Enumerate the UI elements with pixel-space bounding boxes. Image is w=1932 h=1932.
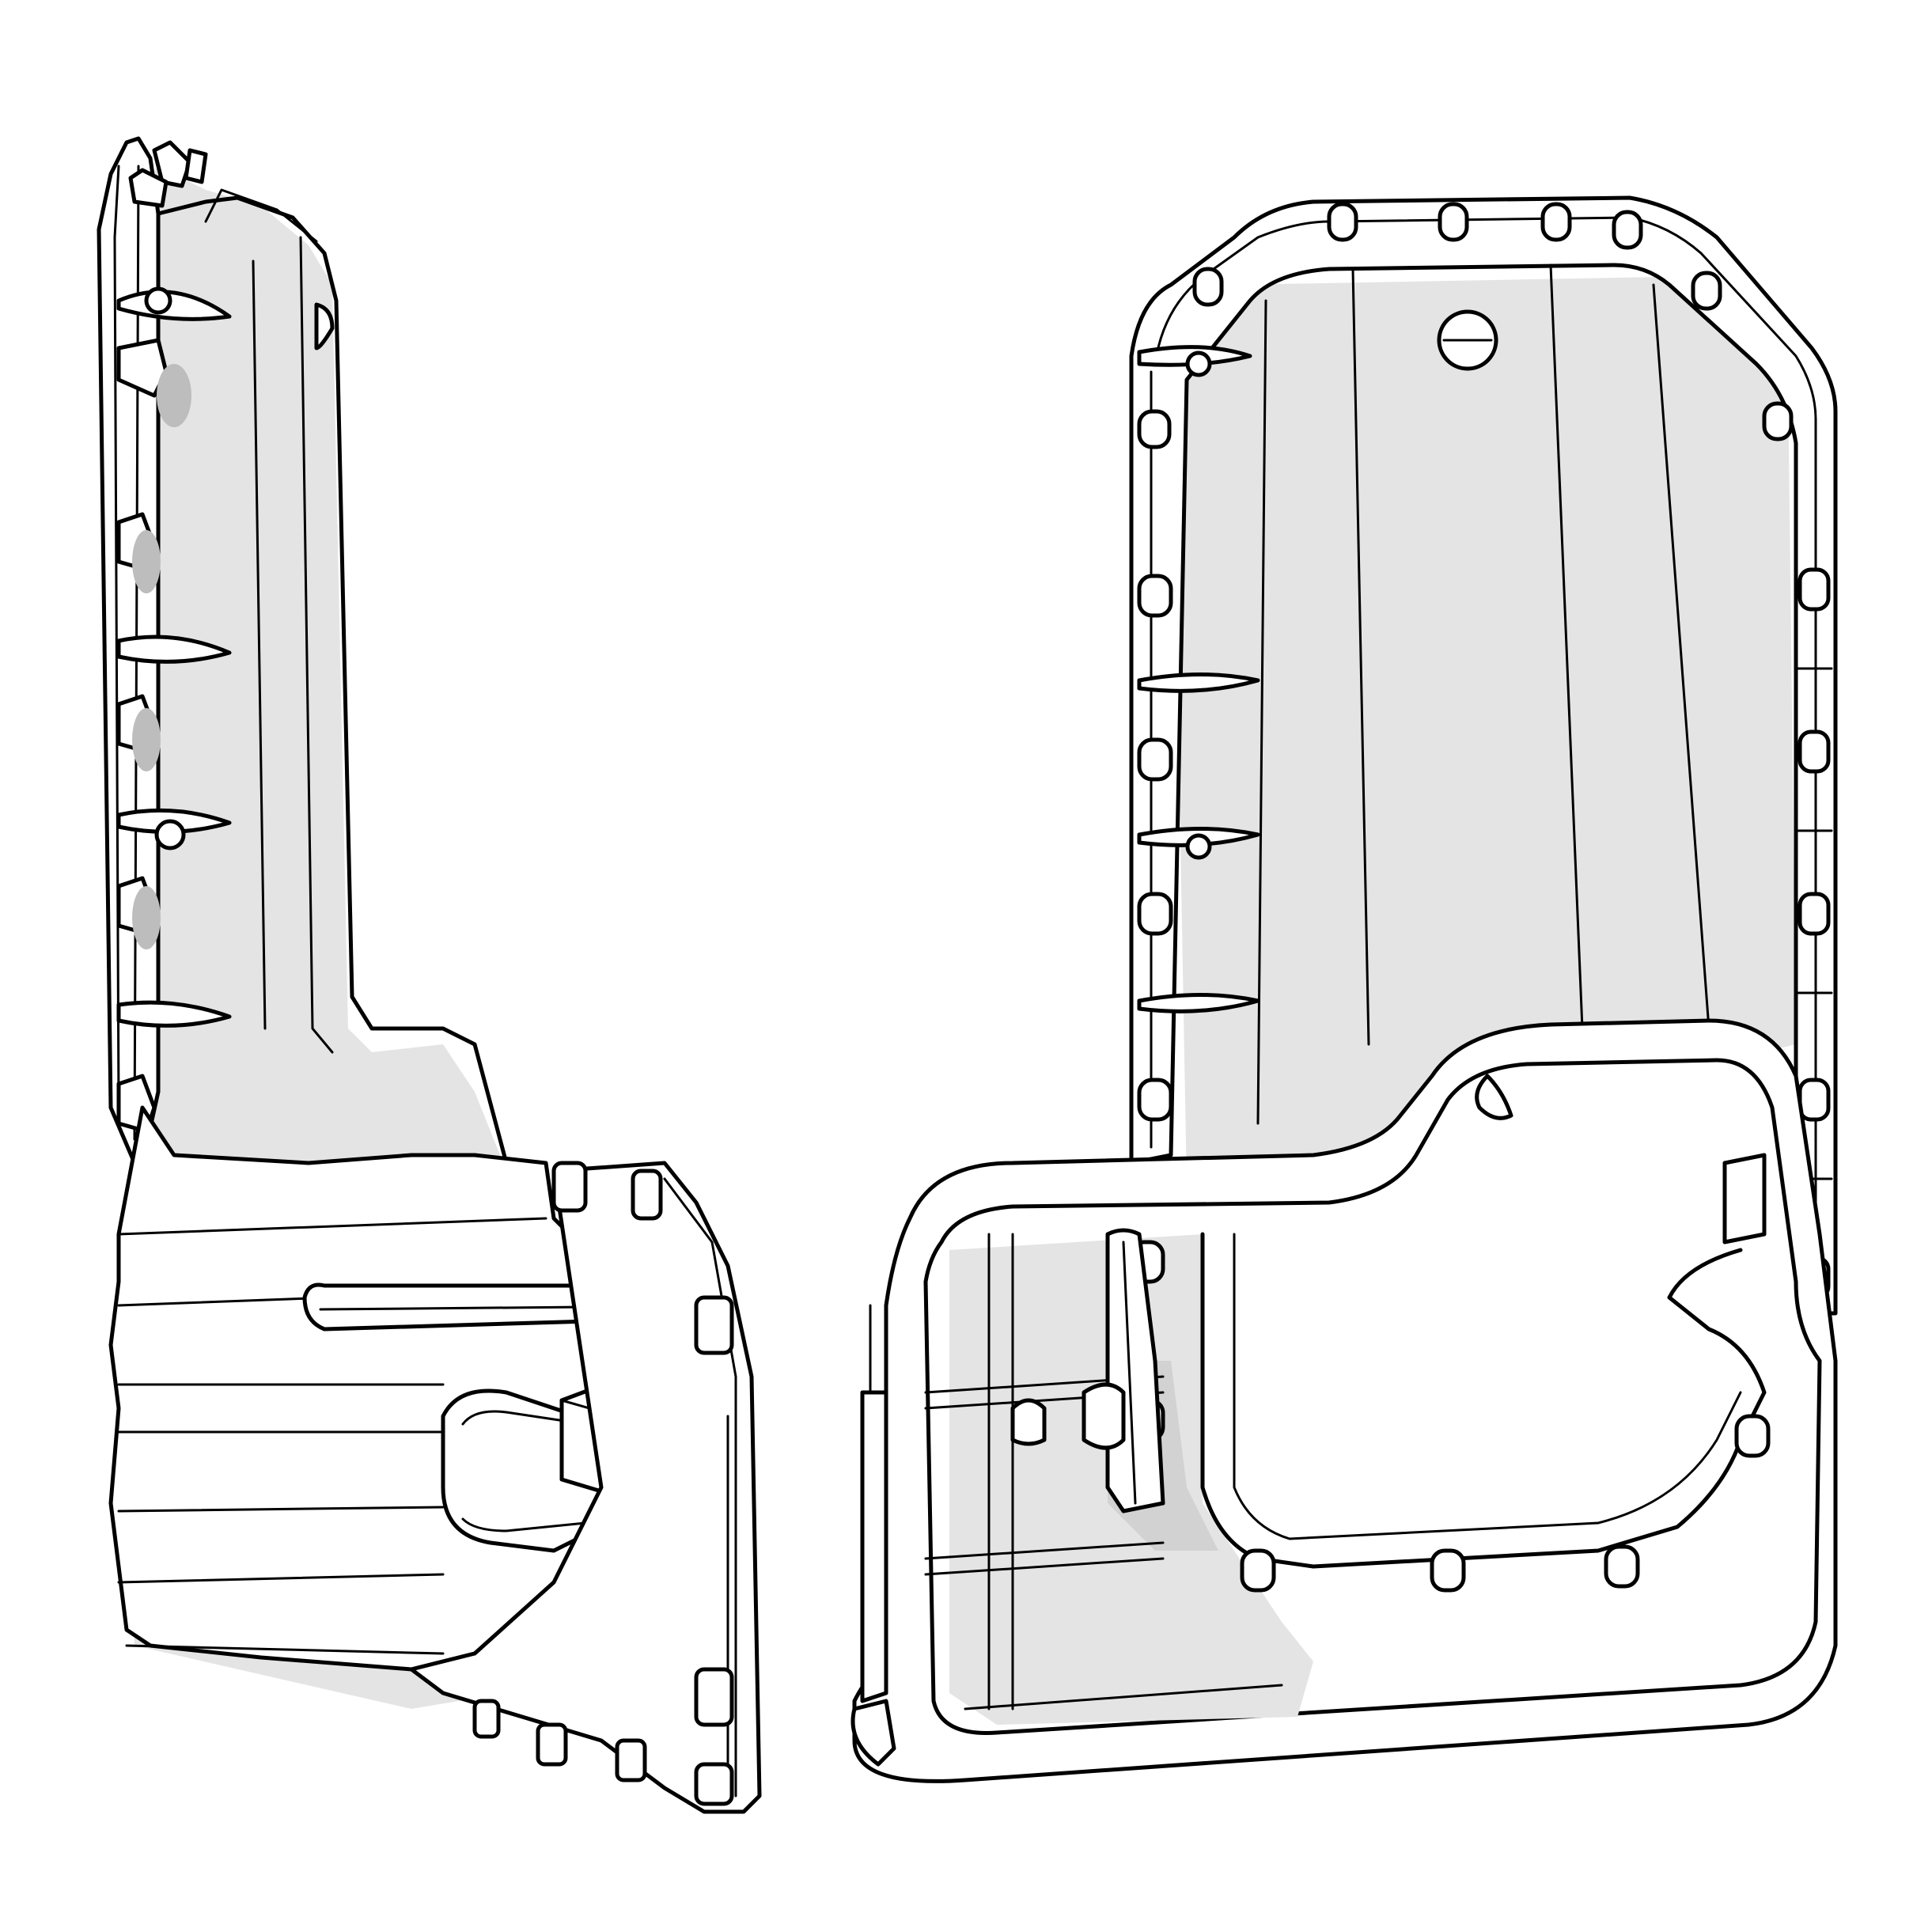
- right-boss: [1798, 567, 1831, 612]
- side-drain-boss: [154, 819, 186, 850]
- top-flange-bolt-bosses: [1137, 202, 1794, 449]
- tab-shadow: [132, 708, 161, 771]
- top-bolt-boss: [1192, 267, 1224, 307]
- side-lens-slot: [116, 635, 232, 664]
- oil-pan-side-view: [97, 136, 762, 1814]
- right-rib: [1794, 667, 1833, 1180]
- left-boss: [1137, 892, 1173, 936]
- side-flange-tab-shadows: [132, 364, 191, 949]
- rear-tab: [472, 1699, 501, 1739]
- rear-tab: [551, 1161, 588, 1213]
- top-left-side-bosses: [1137, 345, 1260, 1122]
- left-lens-slot: [1137, 993, 1260, 1013]
- left-lens-slot: [1137, 672, 1260, 693]
- top-internal-column-edge: [1122, 1241, 1137, 1505]
- side-sump-rib: [117, 1506, 445, 1513]
- tab-shadow: [157, 364, 191, 427]
- top-inner-notch: [1475, 1074, 1513, 1120]
- rear-tab: [694, 1762, 734, 1806]
- left-round-boss: [1185, 350, 1212, 377]
- left-boss: [1137, 1078, 1173, 1122]
- rear-tab: [536, 1722, 568, 1767]
- side-sump-rib: [117, 1296, 334, 1307]
- side-sump-body: [108, 1105, 604, 1672]
- lower-boss: [1734, 1414, 1771, 1458]
- top-basin-ridge: [1549, 263, 1584, 1030]
- top-bolt-boss: [1438, 202, 1469, 242]
- tab-shadow: [132, 886, 161, 949]
- left-round-boss: [1185, 833, 1212, 860]
- side-top-boss-2: [128, 168, 169, 208]
- side-upper-shell-shading: [131, 166, 506, 1203]
- top-baffle: [924, 1557, 1165, 1576]
- side-upper-shell-outline: [156, 195, 509, 1165]
- top-basin-ridge: [1652, 283, 1710, 1030]
- side-sump-rib: [117, 1217, 547, 1236]
- side-lens-slots: [116, 286, 232, 1028]
- top-pocket: [1010, 1398, 1047, 1446]
- top-bolt-boss: [1327, 202, 1358, 242]
- right-boss: [1798, 729, 1831, 774]
- side-sump-slot-inner: [319, 1305, 587, 1311]
- side-sump-lobe-inner: [461, 1410, 587, 1532]
- side-top-boss-3: [184, 148, 208, 184]
- side-upper-plug: [314, 302, 335, 350]
- top-lower-flange-inner: [923, 1058, 1822, 1735]
- side-sump-rib: [117, 1573, 445, 1584]
- top-front-lug: [850, 1699, 896, 1767]
- rear-tab: [631, 1169, 663, 1221]
- top-basin-ridge: [1351, 267, 1370, 1046]
- rear-tab: [694, 1667, 734, 1727]
- lower-boss: [1430, 1548, 1466, 1593]
- top-bolt-boss: [1762, 401, 1794, 441]
- top-pocket: [1082, 1382, 1126, 1450]
- side-rear-flange: [409, 1161, 762, 1814]
- oil-pan-top-view: [850, 195, 1838, 1783]
- top-upper-flange-inner: [1154, 216, 1817, 1299]
- rear-tab: [615, 1738, 647, 1782]
- left-boss: [1137, 574, 1173, 618]
- top-basin-ridge: [1256, 299, 1267, 1125]
- top-deep-region-shading: [1171, 277, 1796, 1187]
- top-lower-basin-inner: [1233, 1233, 1742, 1540]
- side-upper-shell-ridge-3: [204, 188, 318, 243]
- top-baffle: [964, 1684, 1283, 1710]
- top-baffle: [924, 1541, 1165, 1560]
- rear-tab: [694, 1295, 734, 1355]
- side-sump-rib: [125, 1644, 445, 1655]
- side-lens-slot: [116, 1000, 232, 1028]
- top-bolt-boss: [1691, 271, 1722, 311]
- side-upper-shell-ridge-2: [299, 236, 334, 1054]
- right-boss: [1798, 892, 1831, 936]
- side-upper-shell-ridge-1: [252, 259, 267, 1030]
- top-bolt-boss: [1137, 409, 1172, 449]
- side-drain-boss: [144, 286, 172, 315]
- tab-shadow: [132, 530, 161, 593]
- top-bolt-boss: [1540, 202, 1572, 242]
- lower-boss: [1240, 1548, 1276, 1593]
- side-rear-tabs: [472, 1161, 734, 1806]
- right-boss: [1798, 1078, 1831, 1122]
- left-boss: [1137, 737, 1173, 782]
- top-front-step: [860, 1390, 888, 1703]
- lower-boss: [1604, 1544, 1640, 1589]
- top-bolt-boss: [1612, 210, 1643, 250]
- top-upper-flange: [1129, 195, 1838, 1316]
- top-right-pocket: [1722, 1153, 1767, 1244]
